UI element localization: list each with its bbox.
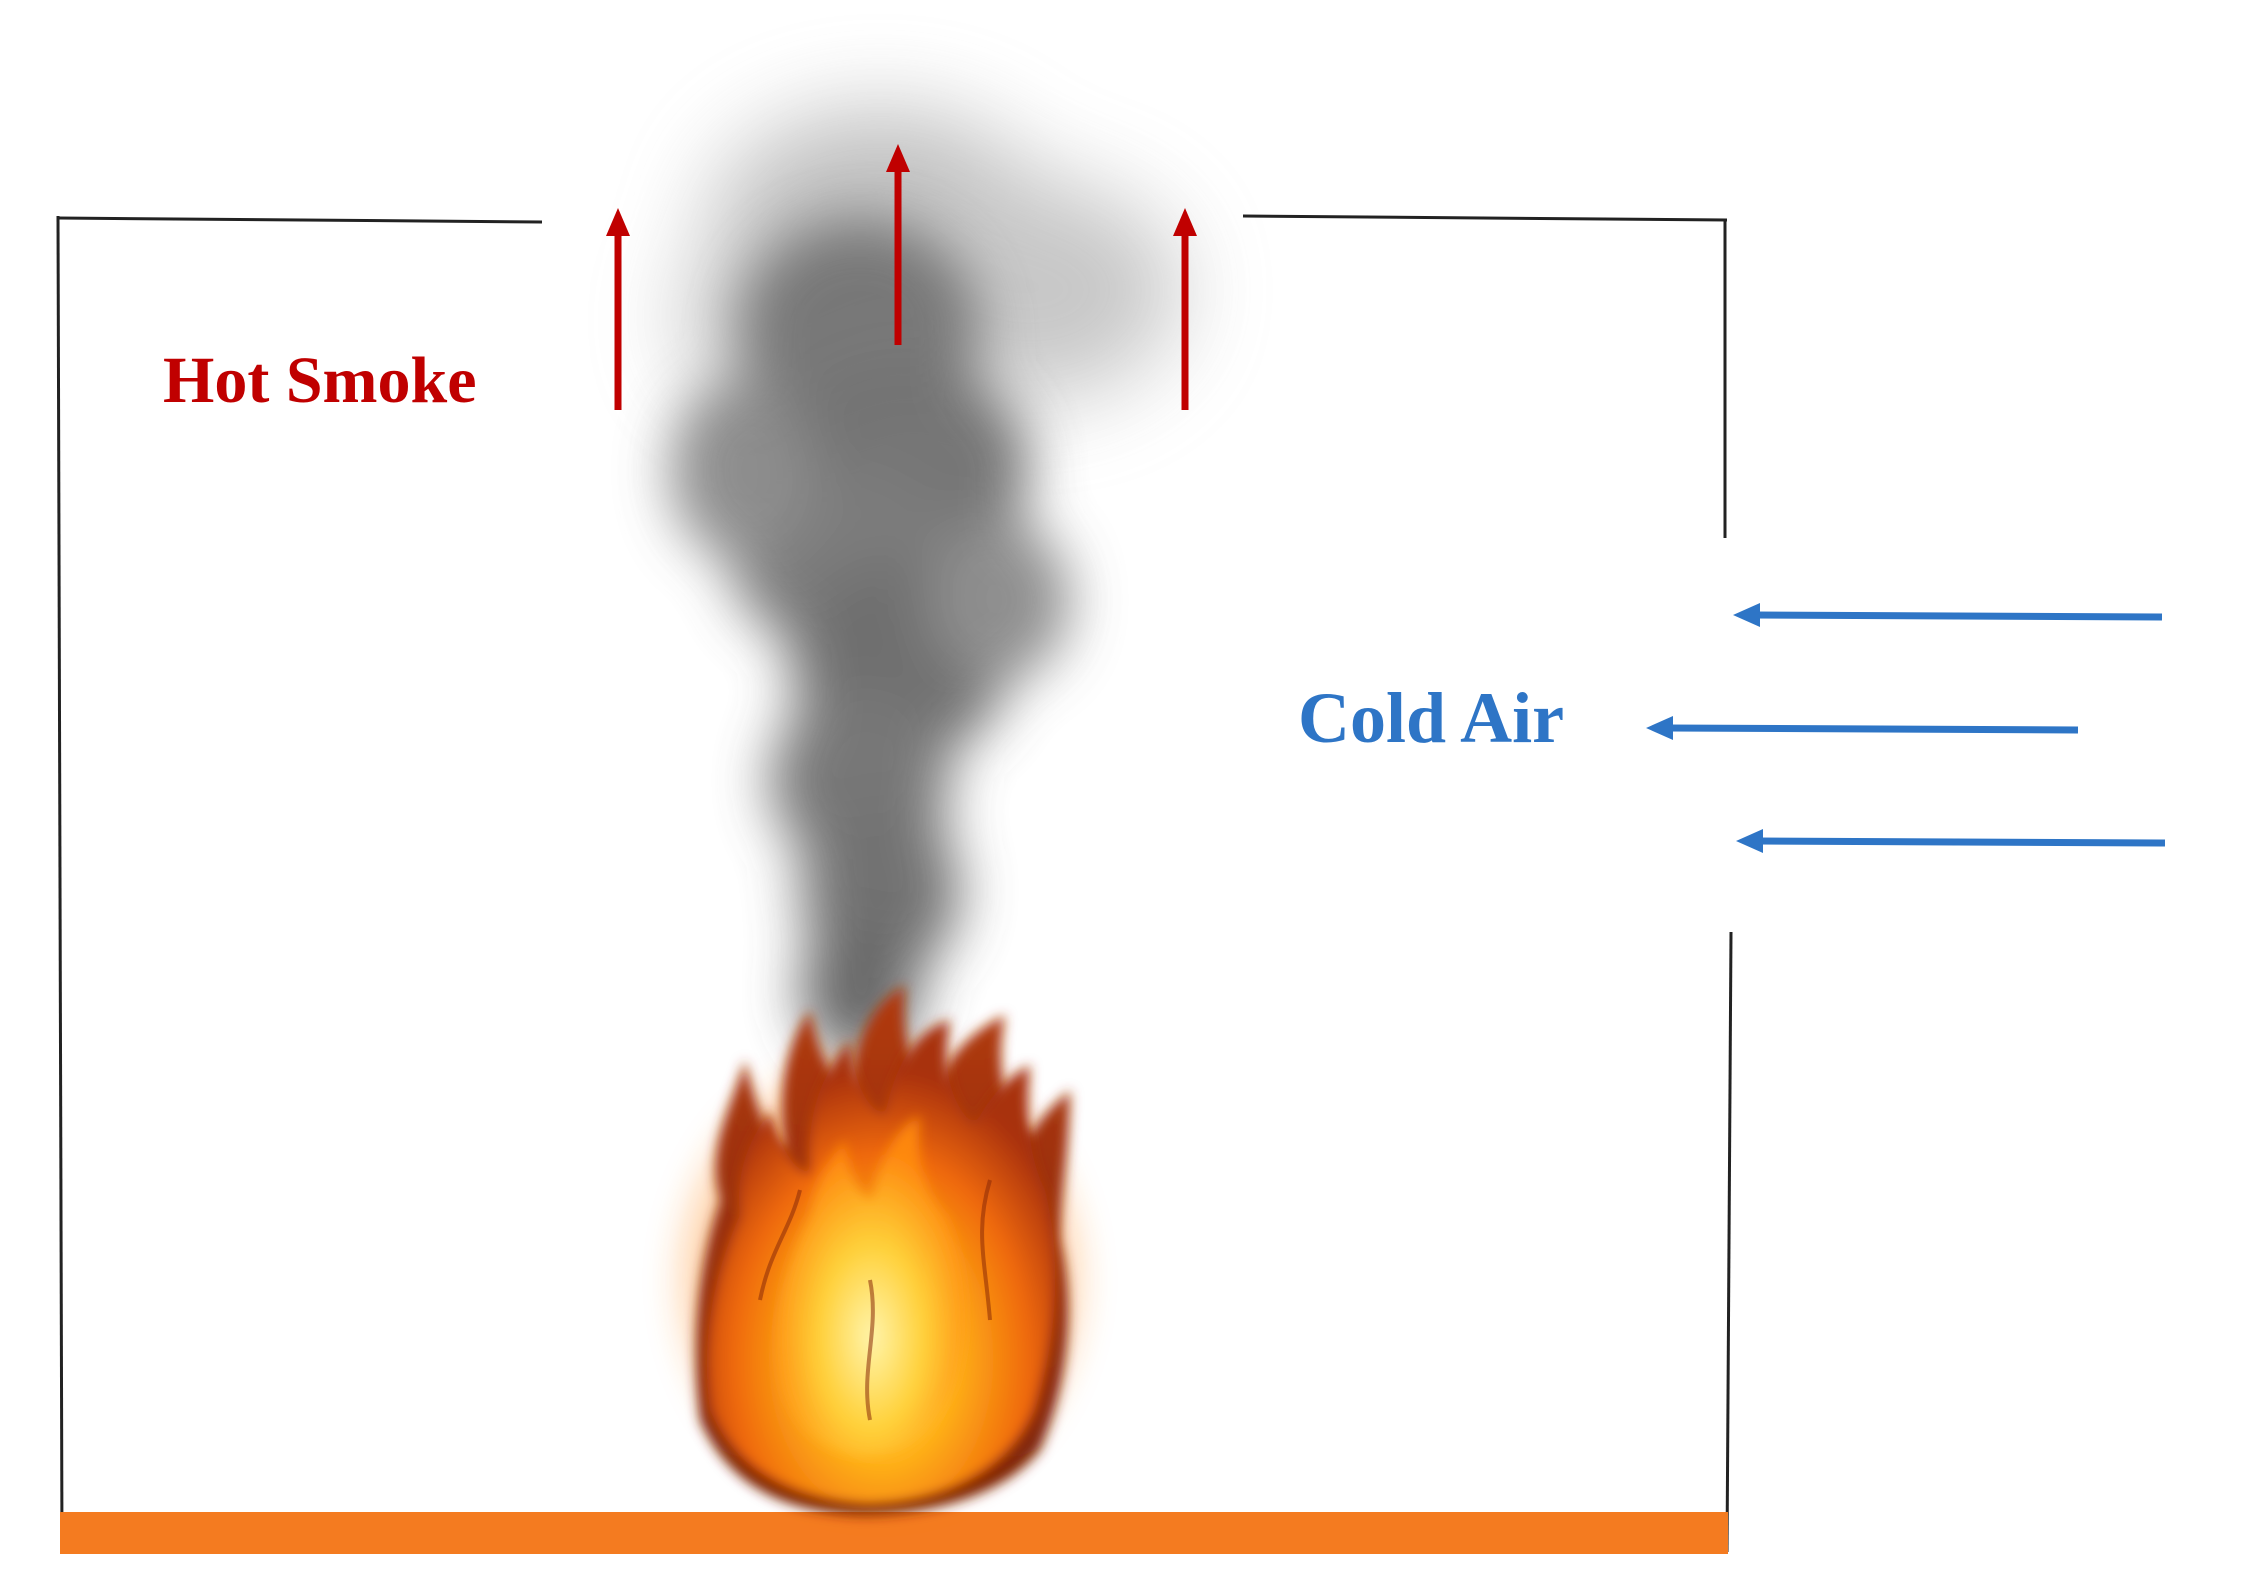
ceiling-right — [1242, 214, 1728, 222]
hot-smoke-label: Hot Smoke — [163, 344, 477, 417]
cold-air-arrow-middle — [1646, 716, 2079, 740]
hot-smoke-arrow-right — [1173, 208, 1197, 410]
cold-air-arrow-top — [1733, 603, 2163, 627]
hot-smoke-arrows — [606, 144, 1197, 410]
smoke-plume-icon — [670, 110, 1180, 1060]
cold-air-arrow-bottom — [1736, 829, 2166, 853]
ceiling-left — [57, 216, 543, 224]
room-walls — [56, 214, 1733, 1553]
cold-air-label: Cold Air — [1298, 678, 1564, 758]
hot-smoke-arrow-left — [606, 208, 630, 410]
cold-air-arrows — [1646, 603, 2166, 853]
hot-smoke-arrow-center — [886, 144, 910, 345]
wall-left — [56, 215, 64, 1549]
fire-icon — [680, 985, 1080, 1515]
wall-right-lower — [1725, 931, 1733, 1553]
floor — [60, 1512, 1728, 1554]
